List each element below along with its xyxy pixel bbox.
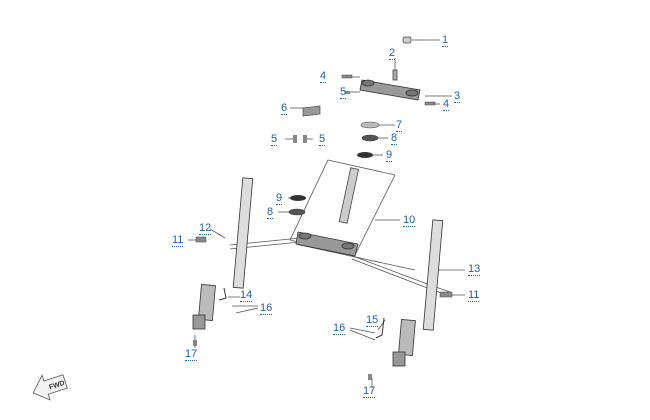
part-bottom-clamp bbox=[295, 231, 359, 257]
part-ring-8b bbox=[288, 208, 306, 216]
callout-11b[interactable]: 11 bbox=[468, 289, 480, 302]
part-clamp-6 bbox=[302, 105, 321, 117]
callout-5c[interactable]: 5 bbox=[319, 133, 326, 146]
callout-17a[interactable]: 17 bbox=[185, 348, 198, 361]
leader-line-16a2 bbox=[235, 307, 259, 314]
callout-16a[interactable]: 16 bbox=[260, 302, 273, 315]
leader-line-12 bbox=[209, 228, 226, 239]
part-ring-7 bbox=[360, 121, 380, 129]
part-bolt-2 bbox=[392, 69, 398, 81]
callout-4a[interactable]: 4 bbox=[320, 70, 327, 83]
part-bolt-5b bbox=[293, 135, 297, 143]
callout-4b[interactable]: 4 bbox=[443, 98, 450, 111]
part-connector-11b bbox=[439, 291, 453, 298]
callout-12[interactable]: 12 bbox=[199, 222, 212, 235]
callout-8a[interactable]: 8 bbox=[391, 132, 398, 145]
callout-7[interactable]: 7 bbox=[396, 119, 403, 132]
part-bearing-9a bbox=[357, 152, 373, 158]
part-top-clamp bbox=[359, 79, 421, 101]
part-bolt-4b bbox=[424, 101, 436, 106]
callout-16b[interactable]: 16 bbox=[333, 322, 346, 335]
callout-5a[interactable]: 5 bbox=[340, 86, 347, 99]
leader-line-16b2 bbox=[349, 329, 376, 341]
callout-14[interactable]: 14 bbox=[240, 289, 253, 302]
callout-2[interactable]: 2 bbox=[389, 47, 396, 60]
part-left-fork bbox=[192, 177, 254, 330]
part-bracket-15 bbox=[375, 317, 385, 339]
part-cap bbox=[402, 36, 412, 44]
callout-11a[interactable]: 11 bbox=[172, 234, 184, 247]
part-ring-8a bbox=[361, 134, 379, 142]
callout-9a[interactable]: 9 bbox=[386, 149, 393, 162]
part-right-fork bbox=[392, 219, 444, 367]
part-bearing-9b bbox=[290, 195, 306, 201]
callout-3[interactable]: 3 bbox=[454, 90, 461, 103]
part-bolt-5c bbox=[303, 135, 307, 143]
part-bolt-4a bbox=[341, 74, 353, 79]
inner-crossbar bbox=[299, 244, 416, 271]
callout-15[interactable]: 15 bbox=[366, 314, 379, 327]
part-bracket-14 bbox=[218, 287, 227, 301]
fwd-label: FWD bbox=[48, 380, 65, 392]
callout-9b[interactable]: 9 bbox=[276, 192, 283, 205]
part-stem-shaft bbox=[338, 167, 360, 224]
callout-8b[interactable]: 8 bbox=[267, 206, 274, 219]
callout-17b[interactable]: 17 bbox=[363, 385, 376, 398]
callout-6[interactable]: 6 bbox=[281, 102, 288, 115]
callout-13[interactable]: 13 bbox=[468, 263, 481, 276]
leader-line-16b bbox=[349, 327, 376, 334]
fwd-arrow-icon: FWD bbox=[32, 374, 68, 401]
part-bolt-5a bbox=[345, 91, 350, 94]
callout-1[interactable]: 1 bbox=[442, 34, 449, 47]
part-connector-11a bbox=[195, 236, 207, 243]
callout-10[interactable]: 10 bbox=[403, 214, 416, 227]
part-screw-17b bbox=[368, 374, 372, 380]
callout-5b[interactable]: 5 bbox=[271, 133, 278, 146]
part-screw-17a bbox=[193, 340, 197, 346]
